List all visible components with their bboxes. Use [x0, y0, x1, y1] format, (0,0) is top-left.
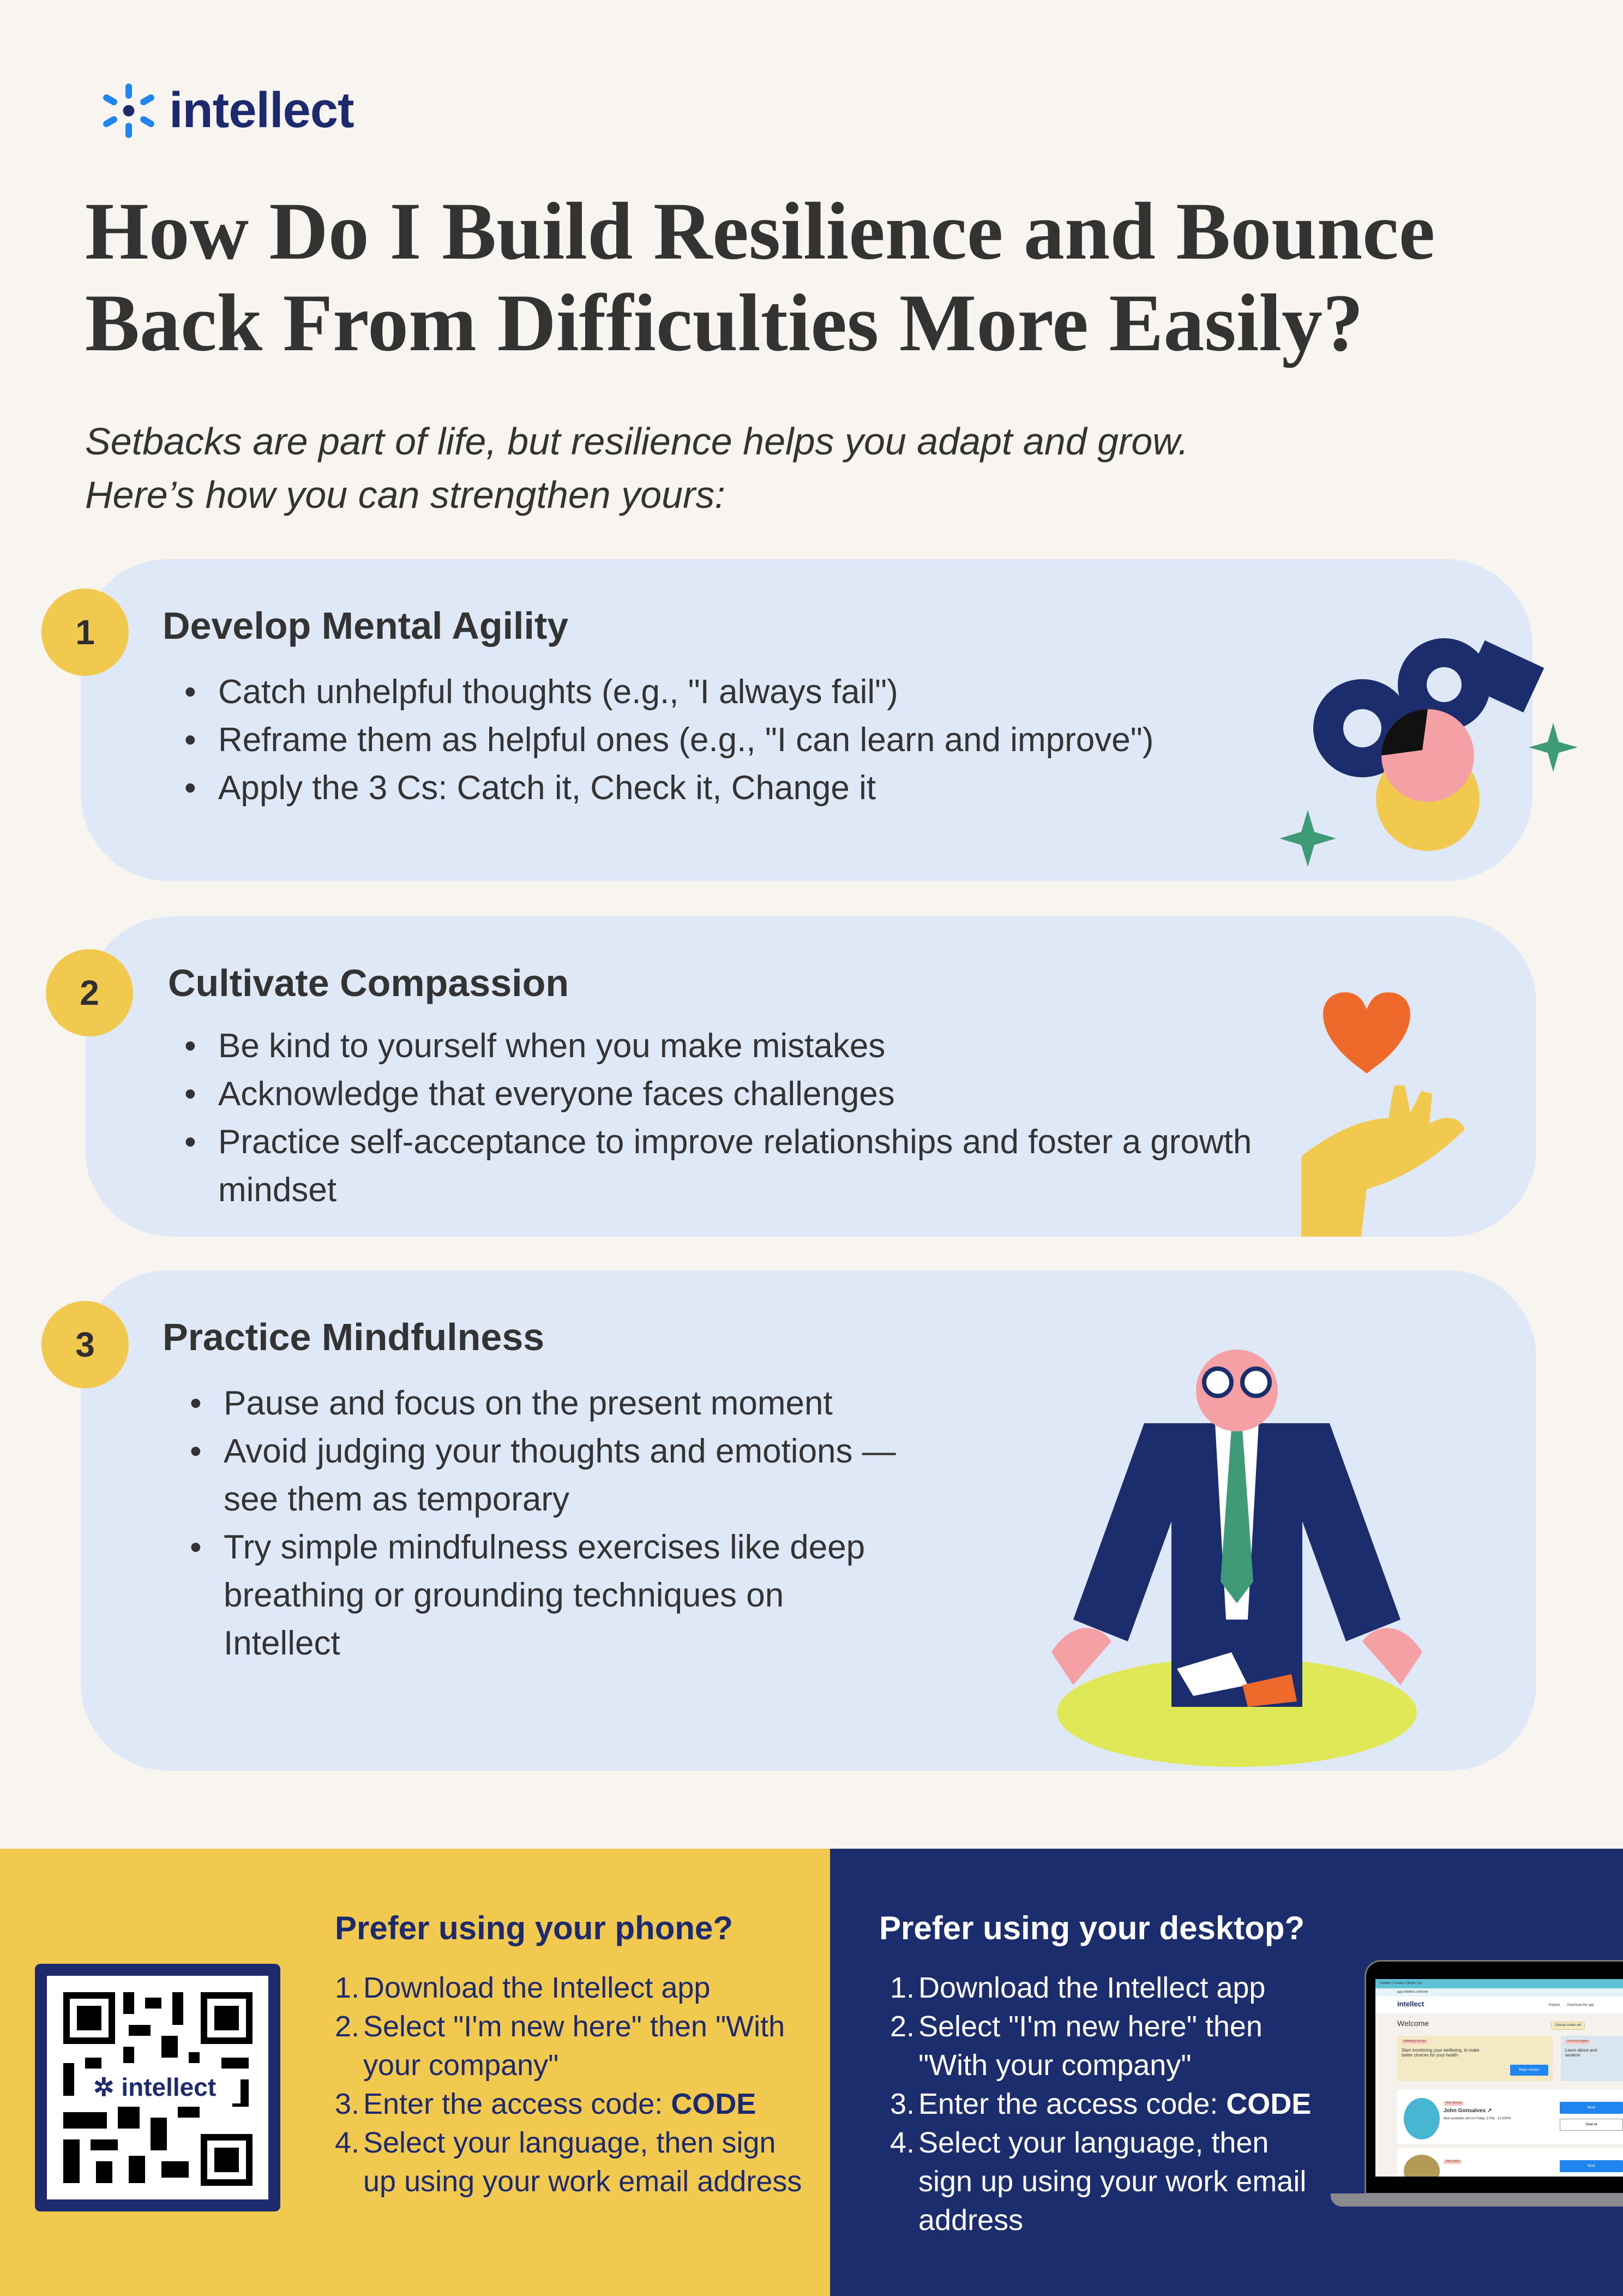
section-card-compassion: Cultivate Compassion Be kind to yourself…	[85, 916, 1536, 1237]
step-number-badge: 1	[41, 589, 129, 676]
step-text: Select "I'm new here" then "With your co…	[363, 2010, 785, 2082]
list-item: 1.Download the Intellect app	[335, 1969, 815, 2007]
step-text: Select "I'm new here" then "With your co…	[918, 2010, 1263, 2082]
list-item: Pause and focus on the present moment	[190, 1380, 899, 1428]
qr-code[interactable]: ✲ intellect	[35, 1964, 280, 2211]
qr-logo-text: ✲ intellect	[93, 2073, 216, 2101]
browser-url[interactable]: app.intellect.co/home	[1397, 1991, 1428, 1994]
list-item: Practice self-acceptance to improve rela…	[184, 1118, 1275, 1214]
list-item: 4.Select your language, then sign up usi…	[890, 2124, 1315, 2240]
clinician-avatar	[1404, 2098, 1440, 2139]
screen-book-button[interactable]: Book	[1560, 2102, 1623, 2114]
screen-nav-explore[interactable]: Explore	[1549, 2004, 1560, 2007]
section-card-mindfulness: Practice Mindfulness Pause and focus on …	[81, 1270, 1536, 1771]
intellect-logo-icon	[103, 83, 154, 138]
screen-coach-tag: Your coach	[1444, 2160, 1462, 2164]
list-item: 2.Select "I'm new here" then "With your …	[335, 2007, 815, 2085]
list-item: 1.Download the Intellect app	[890, 1969, 1315, 2007]
phone-steps: 1.Download the Intellect app 2.Select "I…	[335, 1969, 815, 2201]
laptop-mockup: Intellect | Create A Better You app.inte…	[1364, 1960, 1623, 2195]
section-card-mental-agility: Develop Mental Agility Catch unhelpful t…	[81, 559, 1578, 881]
section-title: Cultivate Compassion	[168, 962, 569, 1004]
step-text: Enter the access code:	[918, 2088, 1227, 2120]
screen-insights-tag: Personal insights	[1565, 2040, 1591, 2044]
meditating-man-illustration	[1051, 1350, 1422, 1767]
step-text: Select your language, then sign up using…	[363, 2126, 802, 2198]
screen-chat-button[interactable]: Chat wi	[1560, 2119, 1623, 2131]
section-title: Develop Mental Agility	[163, 604, 569, 647]
screen-checkin-text: Start monitoring your wellbeing, to make…	[1402, 2048, 1480, 2058]
screen-insights-text: Learn about and weakne	[1565, 2048, 1597, 2058]
screen-clinician-slot: Next available slot on Friday, 2 Feb - 1…	[1444, 2117, 1511, 2120]
step-text: Download the Intellect app	[918, 1971, 1266, 2004]
list-item: 3.Enter the access code: CODE	[335, 2088, 756, 2120]
list-item: Acknowledge that everyone faces challeng…	[184, 1070, 1275, 1118]
screen-checkin-tag: Wellbeing checkin	[1402, 2040, 1428, 2044]
brand-name: intellect	[169, 82, 354, 138]
screen-nav-download[interactable]: Download the app	[1567, 2004, 1594, 2007]
screen-logo: intellect	[1397, 2000, 1424, 2008]
bullet-list: Pause and focus on the present moment Av…	[190, 1380, 899, 1668]
screen-welcome: Welcome	[1397, 2019, 1429, 2028]
desktop-heading: Prefer using your desktop?	[879, 1910, 1305, 1946]
list-item: 3.Enter the access code: CODE	[890, 2088, 1312, 2120]
subtitle-line: Here’s how you can strengthen yours:	[85, 473, 725, 516]
screen-credits[interactable]: Clinical credits left	[1551, 2022, 1585, 2030]
step-number-badge: 2	[46, 949, 133, 1036]
phone-heading: Prefer using your phone?	[335, 1910, 734, 1946]
laptop-screen: Intellect | Create A Better You app.inte…	[1375, 1979, 1623, 2177]
list-item: Be kind to yourself when you make mistak…	[184, 1022, 1275, 1070]
list-item: Apply the 3 Cs: Catch it, Check it, Chan…	[184, 764, 1275, 812]
subtitle-line: Setbacks are part of life, but resilienc…	[85, 420, 1189, 463]
screen-checkin-button[interactable]: Begin checkin	[1510, 2065, 1548, 2076]
browser-tab[interactable]: Intellect | Create A Better You	[1380, 1982, 1422, 1985]
section-title: Practice Mindfulness	[163, 1316, 545, 1358]
step-text: Download the Intellect app	[363, 1971, 711, 2004]
desktop-instructions: Prefer using your desktop? 1.Download th…	[879, 1909, 1315, 2240]
list-item: Reframe them as helpful ones (e.g., "I c…	[184, 716, 1275, 764]
access-code: CODE	[671, 2088, 756, 2120]
gears-head-illustration	[1279, 638, 1578, 867]
title-line: Back From Difficulties More Easily?	[85, 278, 1364, 368]
coach-avatar	[1404, 2155, 1440, 2177]
title-line: How Do I Build Resilience and Bounce	[85, 186, 1435, 277]
list-item: Try simple mindfulness exercises like de…	[190, 1524, 899, 1668]
list-item: Catch unhelpful thoughts (e.g., "I alway…	[184, 668, 1275, 716]
screen-clinician-name[interactable]: John Gonsalves ↗	[1444, 2108, 1492, 2114]
heart-hand-illustration	[1301, 992, 1465, 1237]
step-number-badge: 3	[41, 1301, 129, 1388]
screen-coach-book-button[interactable]: Book	[1560, 2160, 1623, 2172]
qr-code-pattern-icon: ✲ intellect	[63, 1992, 253, 2186]
phone-instructions: Prefer using your phone? 1.Download the …	[335, 1909, 815, 2201]
brand-logo: intellect	[103, 82, 354, 139]
desktop-steps: 1.Download the Intellect app 2.Select "I…	[890, 1969, 1315, 2240]
screen-clinician-tag: Your clinician	[1444, 2101, 1464, 2106]
subtitle: Setbacks are part of life, but resilienc…	[85, 415, 1188, 521]
step-text: Enter the access code:	[363, 2088, 671, 2120]
list-item: Avoid judging your thoughts and emotions…	[190, 1428, 899, 1524]
step-text: Select your language, then sign up using…	[918, 2126, 1307, 2237]
access-code: CODE	[1226, 2088, 1312, 2120]
bullet-list: Be kind to yourself when you make mistak…	[184, 1022, 1275, 1214]
laptop-base	[1331, 2193, 1623, 2207]
list-item: 2.Select "I'm new here" then "With your …	[890, 2007, 1315, 2085]
list-item: 4.Select your language, then sign up usi…	[335, 2124, 815, 2201]
bullet-list: Catch unhelpful thoughts (e.g., "I alway…	[184, 668, 1275, 812]
